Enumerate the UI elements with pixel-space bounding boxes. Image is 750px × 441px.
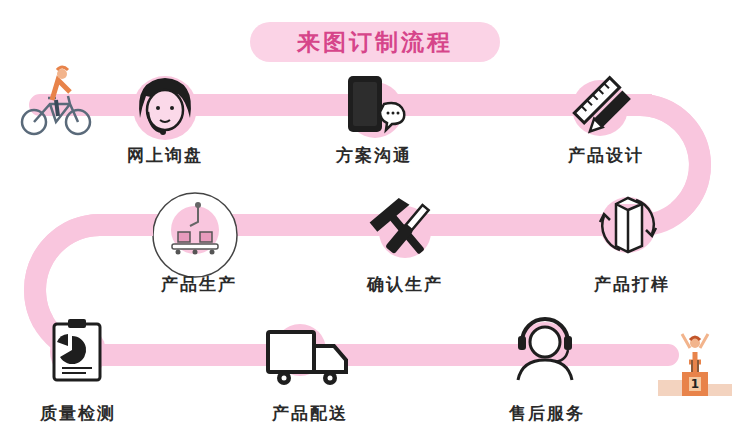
step-label: 售后服务 xyxy=(509,402,585,424)
clipboard-chart-icon xyxy=(50,319,106,380)
step-label: 产品生产 xyxy=(161,273,237,295)
flow-connector xyxy=(35,225,153,322)
delivery-truck-icon xyxy=(268,324,346,385)
flow-connector xyxy=(245,214,359,236)
step-label: 产品配送 xyxy=(272,402,348,424)
process-step: 网上询盘 xyxy=(119,76,211,166)
step-label: 方案沟通 xyxy=(336,144,412,166)
design-tools-icon xyxy=(572,78,631,136)
cyclist xyxy=(22,67,90,134)
title-pill: 来图订制流程 xyxy=(250,22,500,62)
icon-space xyxy=(264,322,356,402)
process-step: 产品打样 xyxy=(586,197,678,295)
after-sales-headset-icon xyxy=(517,319,573,380)
flow-connector xyxy=(420,94,560,116)
process-step: 产品生产 xyxy=(153,204,245,295)
icon-space xyxy=(119,76,211,144)
step-label: 质量检测 xyxy=(40,402,116,424)
podium-number: 1 xyxy=(691,377,699,391)
step-label: 产品打样 xyxy=(594,273,670,295)
process-step: 方案沟通 xyxy=(328,76,420,166)
sample-box-icon xyxy=(600,197,656,253)
flow-connector xyxy=(124,344,264,366)
icon-space xyxy=(501,322,593,402)
icon-space xyxy=(153,204,245,273)
flow-connector xyxy=(451,214,586,236)
icon-space xyxy=(560,76,652,144)
diagram-title: 来图订制流程 xyxy=(297,29,453,55)
step-label: 网上询盘 xyxy=(127,144,203,166)
flow-connector xyxy=(356,344,501,366)
support-woman-icon xyxy=(133,76,197,140)
road-band xyxy=(35,105,700,355)
process-step: 确认生产 xyxy=(359,204,451,295)
step-label: 产品设计 xyxy=(568,144,644,166)
icon-space xyxy=(359,204,451,273)
tablet-chat-icon xyxy=(347,76,404,138)
process-step: 售后服务 xyxy=(501,322,593,424)
flow-connector xyxy=(640,105,700,211)
process-step: 质量检测 xyxy=(32,322,124,424)
process-step: 产品设计 xyxy=(560,76,652,166)
flow-connector xyxy=(211,94,328,116)
step-label: 确认生产 xyxy=(367,273,443,295)
icon-space xyxy=(328,76,420,144)
process-step: 产品配送 xyxy=(264,322,356,424)
icon-space xyxy=(586,197,678,273)
hammer-screwdriver-icon xyxy=(370,196,438,266)
production-line-icon xyxy=(153,193,237,277)
podium xyxy=(658,334,732,396)
icon-space xyxy=(32,322,124,402)
